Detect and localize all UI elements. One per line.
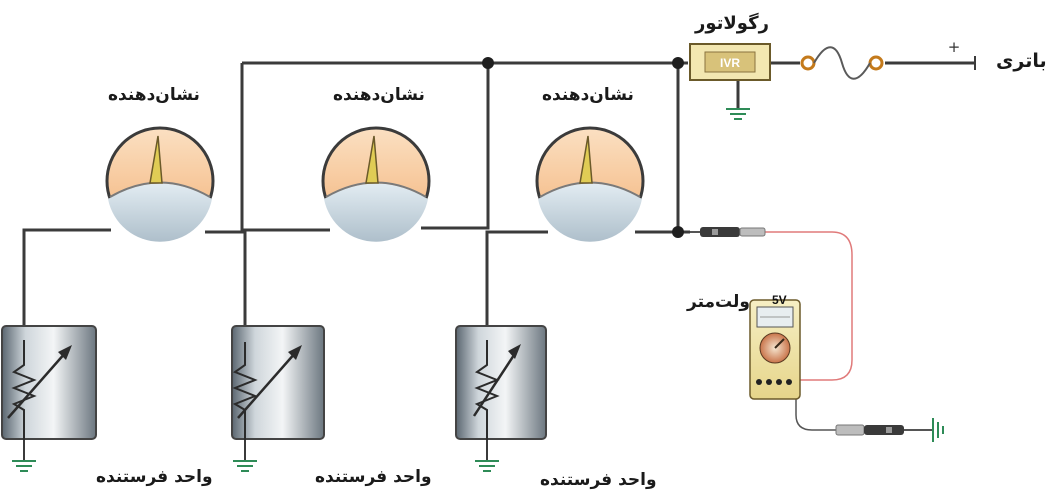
sender-1-wire bbox=[22, 228, 111, 340]
variable-arrow bbox=[237, 351, 297, 419]
fuse-terminal bbox=[868, 55, 884, 71]
sender-body bbox=[231, 325, 325, 440]
sender-label: واحد فرستنده bbox=[96, 467, 213, 487]
gauge-1 bbox=[105, 126, 215, 242]
gauge-needle bbox=[579, 135, 593, 184]
fuse-element bbox=[813, 46, 871, 80]
gauge-label: نشان‌دهنده bbox=[333, 85, 425, 105]
variable-arrow bbox=[7, 351, 67, 419]
gauge-1-feed-wire bbox=[205, 63, 244, 234]
fuse-terminal bbox=[800, 55, 816, 71]
meter-jacks bbox=[756, 379, 792, 385]
gauge-3-feed-wire bbox=[635, 63, 680, 234]
resistor-zigzag bbox=[232, 342, 258, 440]
resistor-zigzag bbox=[474, 340, 500, 440]
junction-dot bbox=[672, 226, 684, 238]
ground-symbol bbox=[12, 460, 36, 472]
regulator-tag: IVR bbox=[720, 56, 740, 70]
regulator-plate bbox=[704, 51, 756, 73]
sender-body bbox=[455, 325, 547, 440]
black-probe bbox=[835, 424, 932, 436]
red-probe bbox=[690, 227, 766, 237]
junction-dot bbox=[672, 57, 684, 69]
gauge-3 bbox=[535, 126, 645, 242]
sender-unit-1 bbox=[1, 325, 97, 472]
regulator-label: رگولاتور bbox=[695, 13, 769, 34]
ground-symbol bbox=[233, 460, 257, 472]
gauge-label: نشان‌دهنده bbox=[108, 85, 200, 105]
battery-plus-sign: + bbox=[948, 38, 961, 56]
variable-arrow bbox=[472, 351, 518, 417]
variable-arrow-head bbox=[288, 345, 302, 360]
gauge-2 bbox=[321, 126, 431, 242]
voltmeter-reading: 5V bbox=[772, 293, 787, 307]
voltmeter: 5V bbox=[690, 227, 944, 442]
sender-2-wire bbox=[243, 228, 330, 342]
sender-label: واحد فرستنده bbox=[540, 470, 657, 490]
variable-arrow-head bbox=[508, 344, 521, 359]
sender-unit-3 bbox=[455, 325, 547, 472]
gauge-needle bbox=[149, 135, 163, 184]
sender-body bbox=[1, 325, 97, 440]
battery-label: باتری bbox=[996, 50, 1047, 72]
gauge-2-feed-wire bbox=[421, 63, 490, 230]
main-wiring bbox=[22, 61, 975, 342]
sender-unit-2 bbox=[231, 325, 325, 472]
variable-arrow-head bbox=[58, 345, 72, 360]
resistor-zigzag bbox=[11, 340, 37, 440]
sender-3-wire bbox=[485, 230, 548, 340]
voltmeter-label: ولت‌متر bbox=[687, 292, 750, 312]
red-test-lead bbox=[765, 231, 853, 381]
sender-label: واحد فرستنده bbox=[315, 467, 432, 487]
gauge-base bbox=[108, 183, 212, 242]
fuse bbox=[800, 46, 884, 80]
ground-symbol bbox=[475, 460, 499, 472]
gauge-base bbox=[324, 183, 428, 242]
junction-dots bbox=[482, 57, 684, 238]
gauge-base bbox=[538, 183, 642, 242]
gauge-label: نشان‌دهنده bbox=[542, 85, 634, 105]
junction-dot bbox=[482, 57, 494, 69]
gauge-needle bbox=[365, 135, 379, 184]
regulator: IVR bbox=[689, 43, 771, 81]
ground-symbol bbox=[932, 418, 944, 442]
ground-symbol bbox=[726, 108, 750, 120]
